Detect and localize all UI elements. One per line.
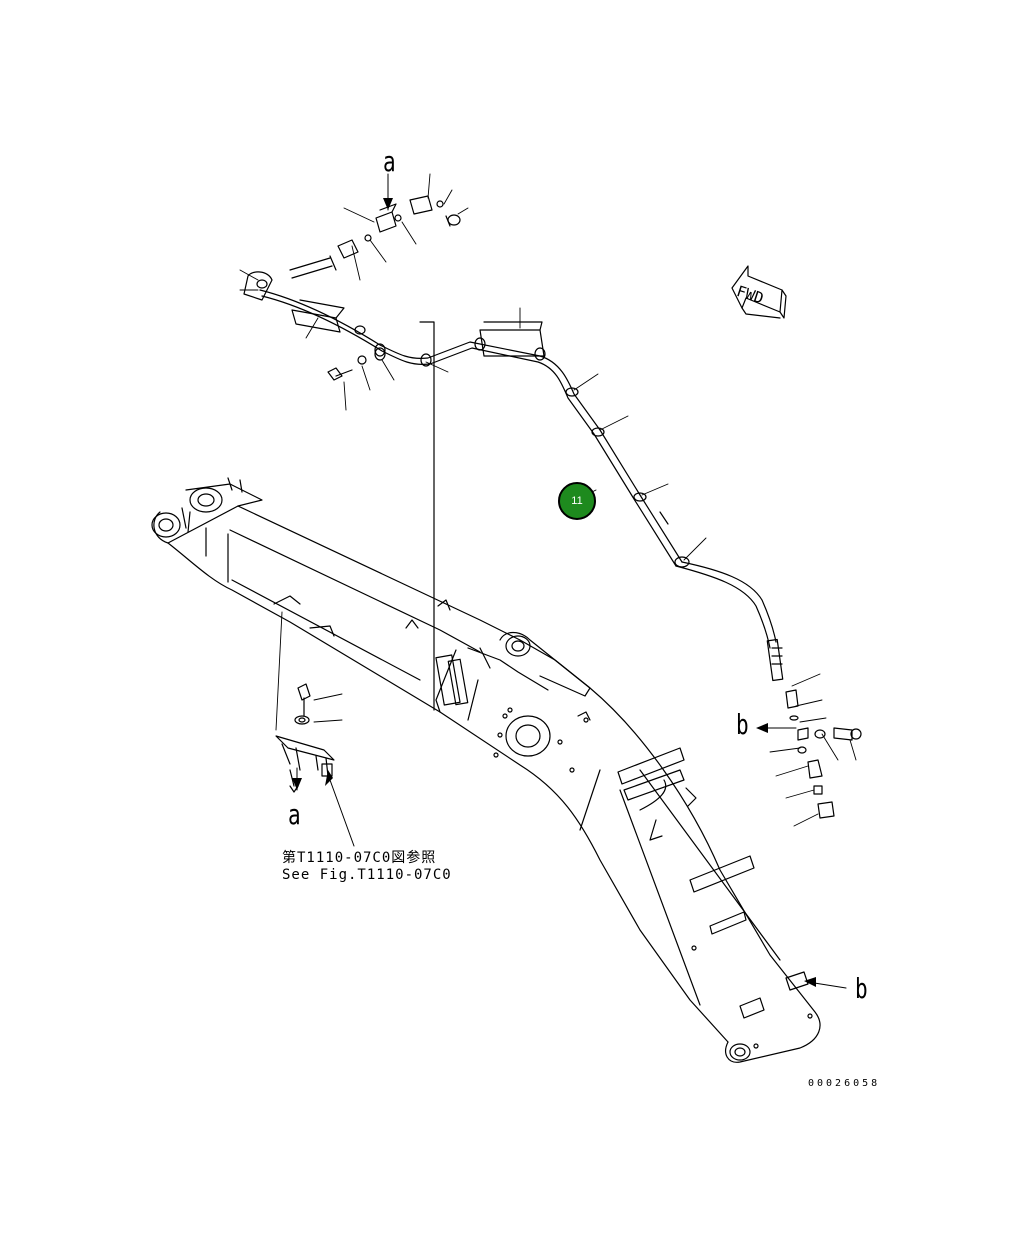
arrow-left-icon: [804, 977, 816, 987]
view-label-a-top: a: [383, 145, 396, 178]
reference-note-en: See Fig.T1110-07C0: [282, 867, 452, 883]
document-number: 00026058: [808, 1078, 881, 1089]
view-label-a-bottom: a: [288, 798, 301, 831]
arrow-up-icon: [325, 770, 333, 786]
hydraulic-tube: [244, 196, 783, 710]
callout-badge[interactable]: 11: [558, 482, 596, 520]
boom-body: [152, 478, 820, 1062]
bracket-assembly: [276, 684, 334, 792]
view-label-b-left: b: [736, 708, 749, 741]
arrow-left-icon: [756, 723, 768, 733]
arrow-down-icon: [292, 778, 302, 790]
leader-lines: [240, 174, 856, 826]
forward-arrow-icon: [732, 266, 786, 318]
arrow-down-icon: [383, 198, 393, 210]
reference-note-jp: 第T1110-07C0図参照: [282, 850, 437, 866]
view-label-b-right: b: [855, 972, 868, 1005]
fitting-group: [786, 690, 861, 818]
